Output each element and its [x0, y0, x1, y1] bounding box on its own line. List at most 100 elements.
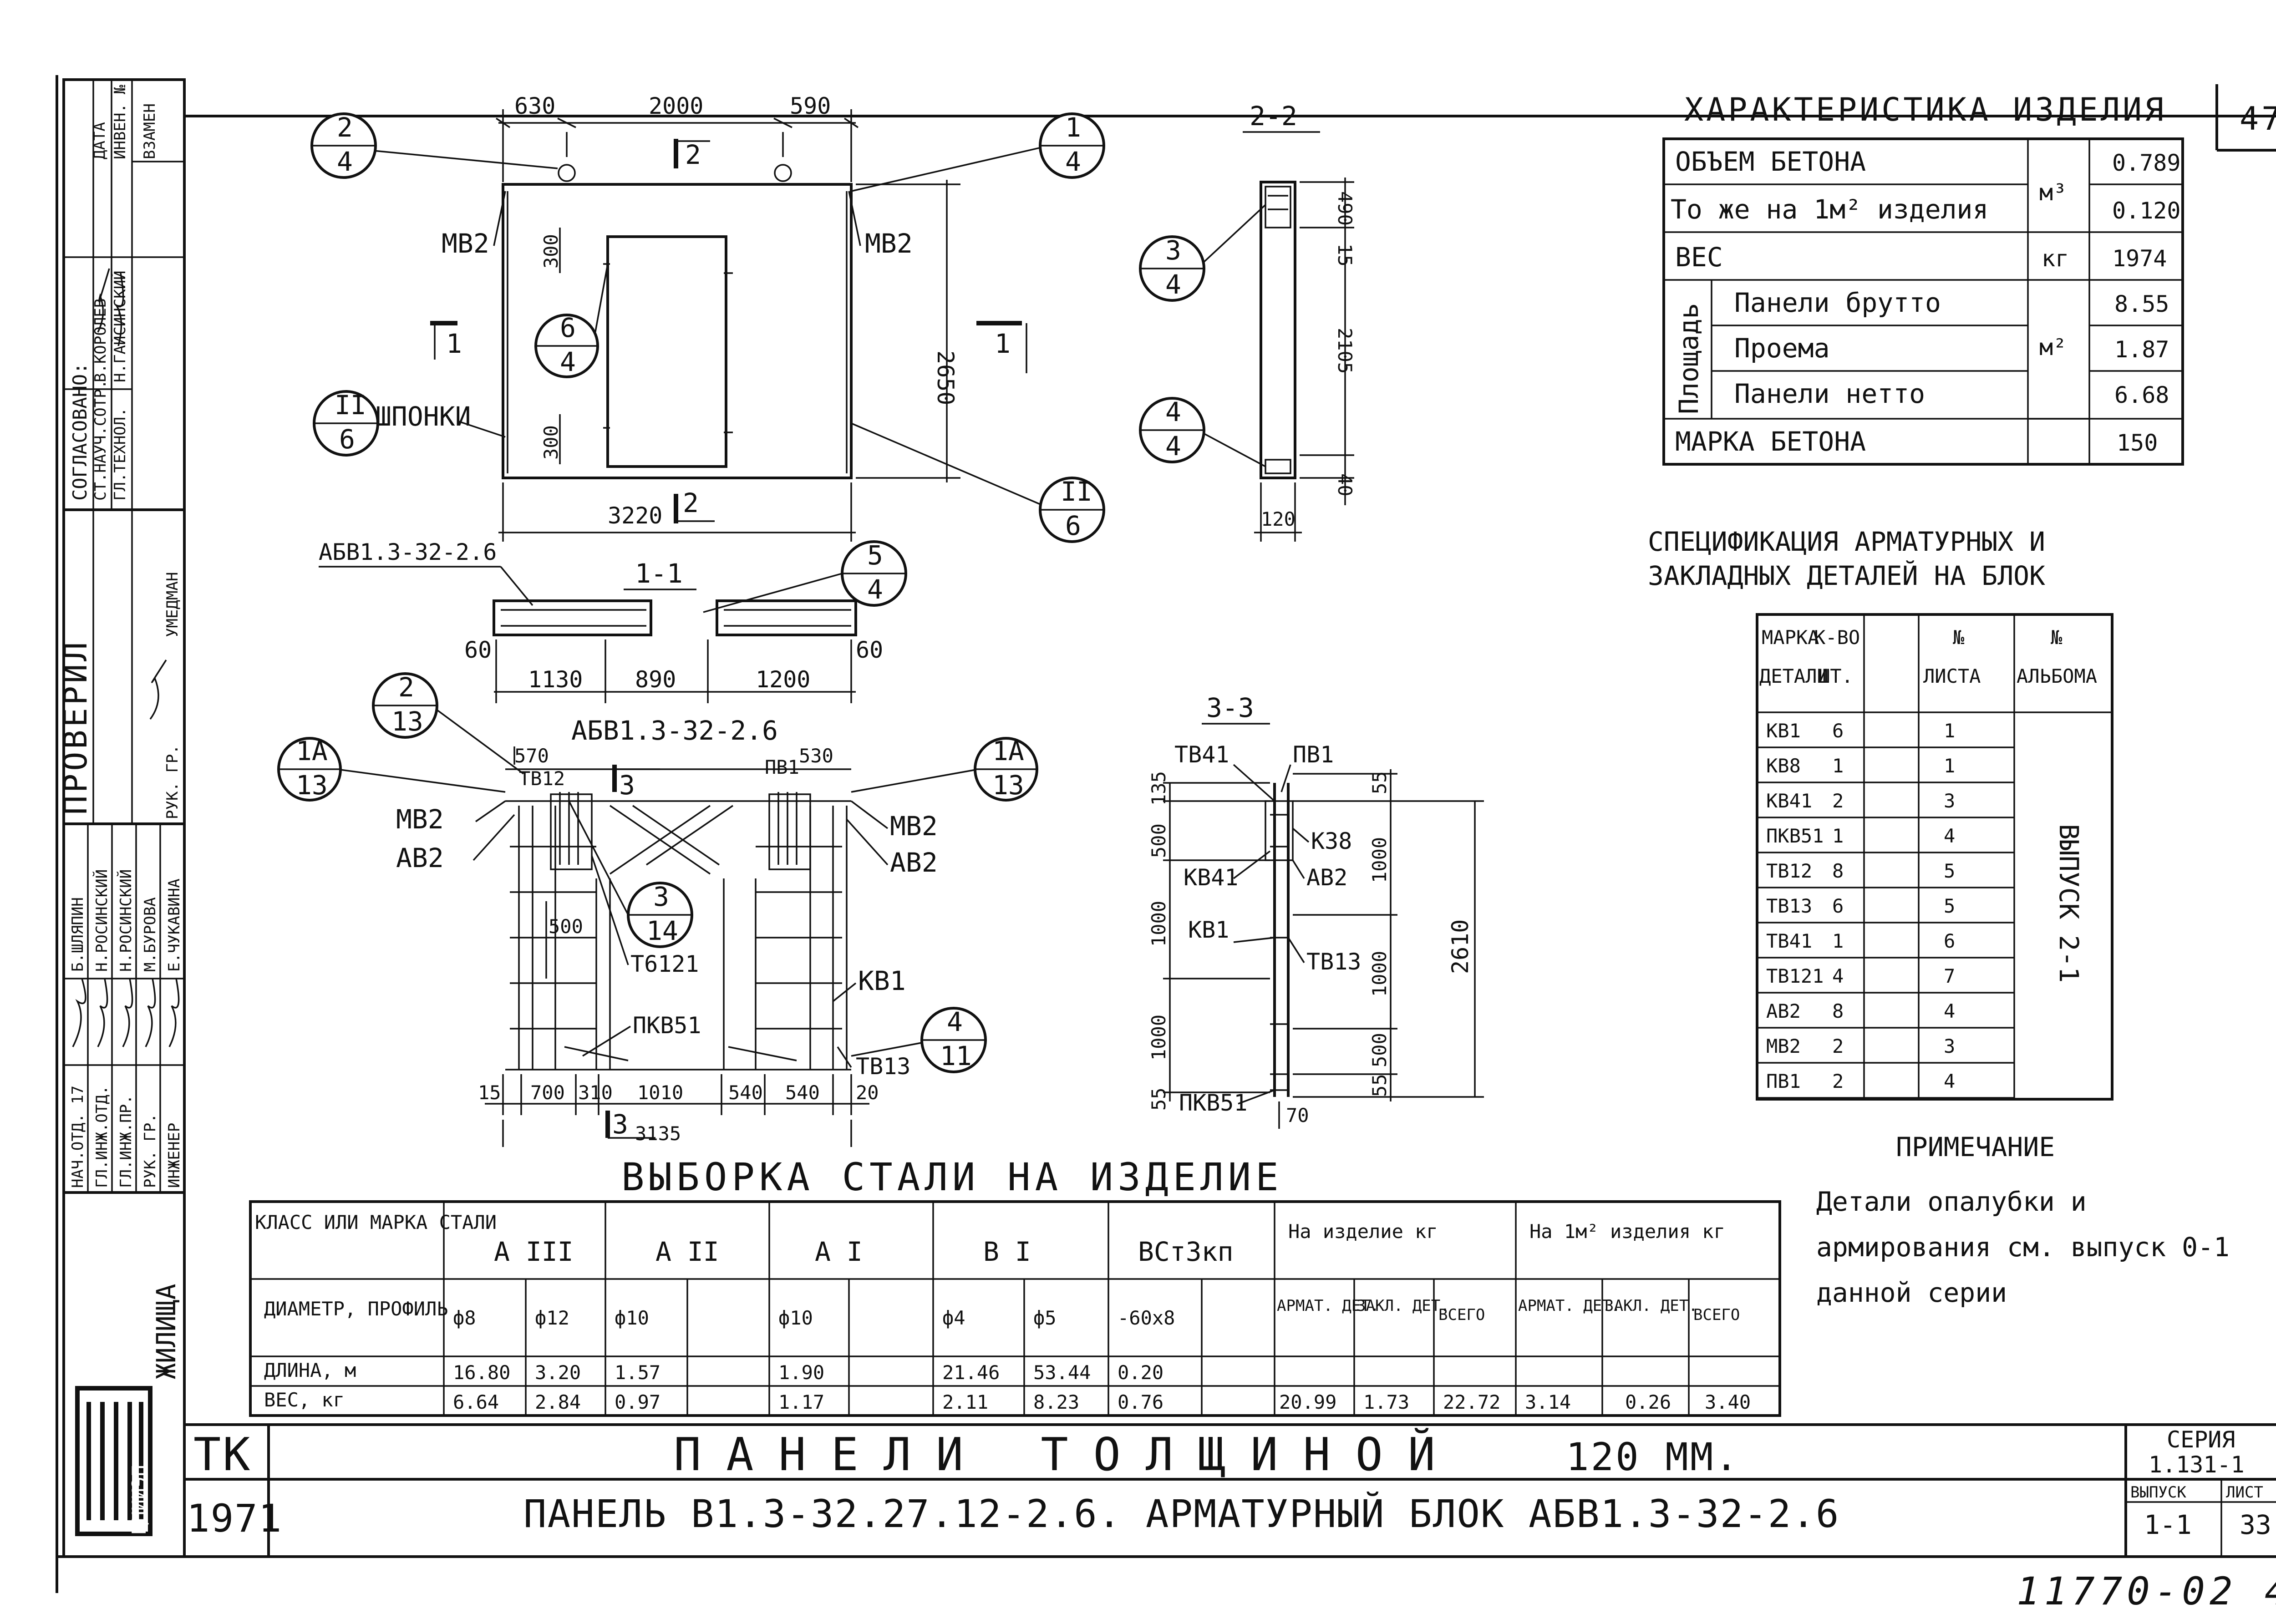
spec-cell: 4 — [1944, 1070, 1955, 1092]
steel-length-cell: 53.44 — [1033, 1361, 1091, 1384]
char-row-6-label: Панели нетто — [1734, 378, 1925, 409]
spec-cell: 5 — [1944, 895, 1955, 917]
view-3-3-label-pv1: ПВ1 — [1293, 741, 1334, 768]
signature-1 — [97, 268, 110, 333]
steel-weight-cell: 6.64 — [453, 1391, 499, 1413]
svg-text:3: 3 — [1165, 235, 1181, 266]
svg-text:4: 4 — [867, 574, 883, 605]
char-row-2-value: 0.120 — [2112, 198, 2181, 224]
spec-cell: 1 — [1832, 755, 1844, 777]
institute-sub: ЖИЛИЩА — [151, 1284, 182, 1379]
block-label-tv13: ТВ13 — [856, 1053, 910, 1080]
facade-label-mv2-left: МВ2 — [442, 228, 489, 259]
svg-text:2: 2 — [398, 672, 414, 703]
steel-length-cell: 21.46 — [942, 1361, 1000, 1384]
steel-class-5: ВСт3кп — [1138, 1236, 1234, 1267]
view-3-3-dim-left-2: 500 — [1148, 823, 1170, 858]
view-3-3-dim-left-1: 135 — [1148, 771, 1170, 806]
spec-header-2b: ШТ. — [1819, 665, 1853, 687]
spec-cell: КВ8 — [1766, 755, 1801, 777]
view-3-3-dim-right-3: 1000 — [1368, 951, 1391, 997]
spec-cell: 1 — [1832, 930, 1844, 952]
svg-text:6: 6 — [339, 424, 355, 455]
view-1-1-dim-1: 60 — [464, 637, 492, 663]
steel-totals-group-1: На изделие кг — [1288, 1220, 1438, 1243]
char-row-3-unit: кг — [2042, 245, 2069, 272]
spec-cell: ТВ13 — [1766, 895, 1812, 917]
view-3-3-label-av2: АВ2 — [1306, 864, 1347, 891]
steel-row-label-4: ВЕС, кг — [264, 1389, 345, 1411]
view-2-2-dim-5: 120 — [1261, 508, 1295, 530]
view-3-3-dim-right-5: 55 — [1368, 1074, 1391, 1097]
spec-cell: 4 — [1944, 825, 1955, 847]
steel-weight-cell: 2.84 — [535, 1391, 581, 1413]
view-3-3-dim-left-5: 55 — [1148, 1087, 1170, 1111]
view-3-3-dim-right-1: 55 — [1368, 771, 1391, 794]
svg-text:4: 4 — [1065, 146, 1081, 177]
title-line-2: ПАНЕЛЬ В1.3-32.27.12-2.6. АРМАТУРНЫЙ БЛО… — [523, 1492, 1839, 1536]
block-label-mv2-left: МВ2 — [396, 804, 444, 835]
view-1-1-dim-2: 1130 — [528, 666, 583, 693]
view-1-1-dim-3: 890 — [635, 666, 676, 693]
svg-text:1А: 1А — [296, 736, 328, 766]
facade-section-1-right: 1 — [995, 328, 1011, 359]
spec-cell: 6 — [1832, 895, 1844, 917]
steel-totals-header-3: ВСЕГО — [1438, 1306, 1485, 1324]
char-row-4-value: 8.55 — [2114, 291, 2169, 317]
callout-facade-1-4: 1 4 — [1039, 112, 1105, 179]
view-2-2-dim-2: 15 — [1334, 244, 1356, 267]
approval-header-inv: ИНВЕН. № — [111, 85, 129, 159]
block-label-av2-right: АВ2 — [890, 847, 938, 878]
char-row-4-unit: м² — [2039, 334, 2067, 360]
facade-dim-opening-bottom: 300 — [540, 425, 562, 460]
char-row-5-label: Проема — [1734, 333, 1830, 364]
spec-cell: 4 — [1832, 965, 1844, 987]
steel-table: ВЫБОРКА СТАЛИ НА ИЗДЕЛИЕ КЛАСС ИЛИ МАРКА… — [249, 1155, 1781, 1417]
spec-cell: 2 — [1832, 790, 1844, 812]
signature-8 — [168, 978, 180, 1047]
block-dim-bottom-1: 15 — [478, 1081, 501, 1104]
char-row-1-value: 0.789 — [2112, 150, 2181, 176]
author-1-role: НАЧ.ОТД. 17 — [69, 1086, 87, 1188]
steel-totals-group-2: На 1м² изделия кг — [1529, 1220, 1725, 1243]
view-3-3-dim-right-2: 1000 — [1368, 837, 1391, 883]
steel-profile-cell: ф10 — [778, 1307, 813, 1329]
svg-text:5: 5 — [867, 540, 883, 571]
author-2-name: Н.РОСИНСКИЙ — [92, 869, 111, 972]
steel-class-4: В I — [983, 1236, 1031, 1267]
view-3-3-label-kv41: КВ41 — [1184, 864, 1238, 891]
spec-cell: 1 — [1832, 825, 1844, 847]
svg-text:13: 13 — [992, 770, 1024, 801]
steel-weight-cell: 0.76 — [1118, 1391, 1163, 1413]
title-issue: 1-1 — [2144, 1509, 2192, 1540]
characteristics-table: ХАРАКТЕРИСТИКА ИЗДЕЛИЯ ОБЪЕМ БЕТОНА м³ 0… — [1662, 91, 2184, 466]
block-label-tv12: ТВ12 — [519, 767, 565, 790]
block-label-mv2-right: МВ2 — [890, 811, 938, 842]
steel-length-cell: 0.20 — [1118, 1361, 1163, 1384]
callout-block-1A-13-right: 1А 13 — [974, 736, 1038, 802]
spec-cell: 6 — [1832, 720, 1844, 742]
spec-header-1b: ДЕТАЛИ — [1759, 665, 1829, 687]
svg-text:4: 4 — [947, 1006, 963, 1037]
block-dim-bottom-4: 1010 — [637, 1081, 683, 1104]
note: ПРИМЕЧАНИЕ Детали опалубки и армирования… — [1816, 1132, 2230, 1308]
approval-row-2-role: ГЛ.ТЕХНОЛ. — [111, 407, 129, 501]
facade-dim-bottom: 3220 — [608, 502, 662, 529]
view-2-2-dim-1: 490 — [1334, 191, 1356, 226]
title-sheet: 33 — [2240, 1509, 2271, 1540]
steel-total-value-4: 3.14 — [1525, 1391, 1571, 1413]
steel-profile-cell: ф4 — [942, 1307, 965, 1329]
callout-2-2-3-4: 3 4 — [1139, 235, 1205, 302]
steel-profile-cell: ф12 — [535, 1307, 569, 1329]
steel-class-1: А III — [494, 1236, 574, 1267]
callout-1-1-5-4: 5 4 — [841, 540, 907, 607]
facade-section-2-bottom: 2 — [683, 487, 699, 518]
approval-title: СОГЛАСОВАНО: — [69, 363, 91, 501]
facade-dim-top-3: 590 — [790, 93, 831, 119]
author-4-name: М.БУРОВА — [141, 897, 159, 972]
spec-cell: 3 — [1944, 1035, 1955, 1057]
char-row-2-label: То же на 1м² изделия — [1671, 194, 1988, 225]
view-3-3-label-kv1: КВ1 — [1188, 917, 1229, 943]
author-5-role: ИНЖЕНЕР — [165, 1123, 183, 1188]
